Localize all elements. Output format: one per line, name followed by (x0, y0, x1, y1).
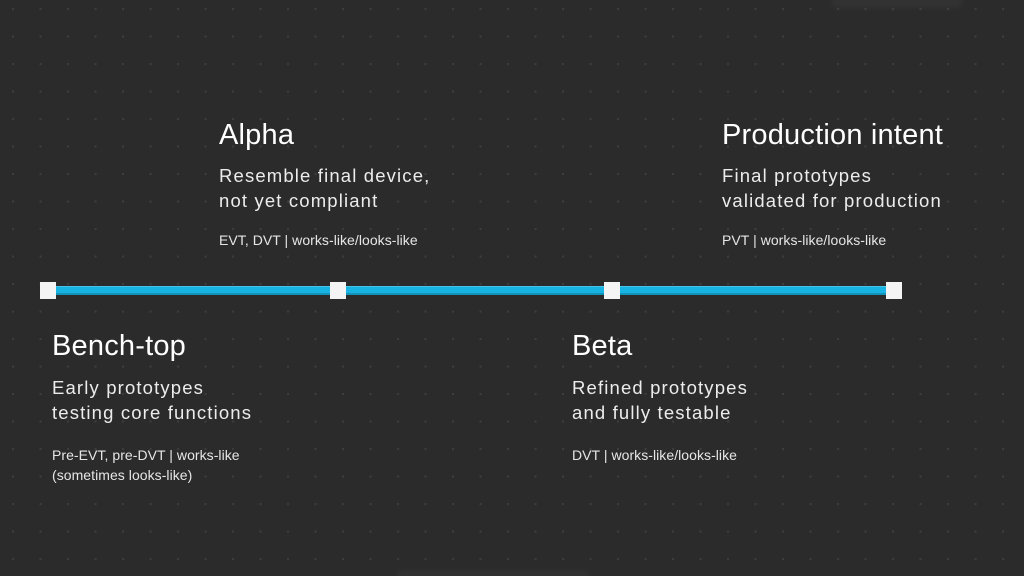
timeline (40, 282, 902, 299)
stage-block-bench-top: Bench-top Early prototypes testing core … (52, 331, 372, 486)
stage-block-alpha: Alpha Resemble final device, not yet com… (219, 120, 519, 250)
stage-caption-beta: DVT | works-like/looks-like (572, 446, 737, 463)
stage-title-alpha: Alpha (219, 119, 295, 151)
stage-title-bench-top: Bench-top (52, 330, 186, 362)
stage-caption-production-intent: PVT | works-like/looks-like (722, 231, 887, 248)
stage-caption-bench-top: Pre-EVT, pre-DVT | works-like (sometimes… (52, 446, 240, 484)
stage-subtitle-alpha: Resemble final device, not yet compliant (219, 165, 431, 212)
timeline-marker-beta[interactable] (604, 282, 621, 299)
stage-title-beta: Beta (572, 330, 633, 362)
stage-block-beta: Beta Refined prototypes and fully testab… (572, 331, 892, 465)
stage-caption-alpha: EVT, DVT | works-like/looks-like (219, 231, 418, 248)
stage-block-production-intent: Production intent Final prototypes valid… (722, 120, 1022, 250)
timeline-marker-alpha[interactable] (330, 282, 347, 299)
bottom-highlight (398, 570, 588, 576)
timeline-marker-bench-top[interactable] (40, 282, 56, 299)
timeline-marker-production-intent[interactable] (886, 282, 902, 299)
corner-highlight (832, 0, 962, 8)
timeline-bar (48, 286, 894, 295)
stage-subtitle-bench-top: Early prototypes testing core functions (52, 377, 253, 424)
stage-title-production-intent: Production intent (722, 119, 944, 151)
stage-subtitle-production-intent: Final prototypes validated for productio… (722, 165, 942, 212)
stage-subtitle-beta: Refined prototypes and fully testable (572, 377, 748, 424)
